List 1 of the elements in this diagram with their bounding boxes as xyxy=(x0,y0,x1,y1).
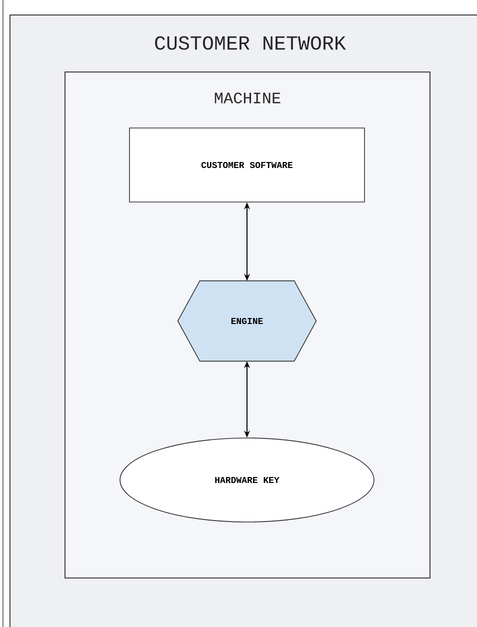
process-box: CUSTOMER SOFTWARE xyxy=(129,128,365,202)
